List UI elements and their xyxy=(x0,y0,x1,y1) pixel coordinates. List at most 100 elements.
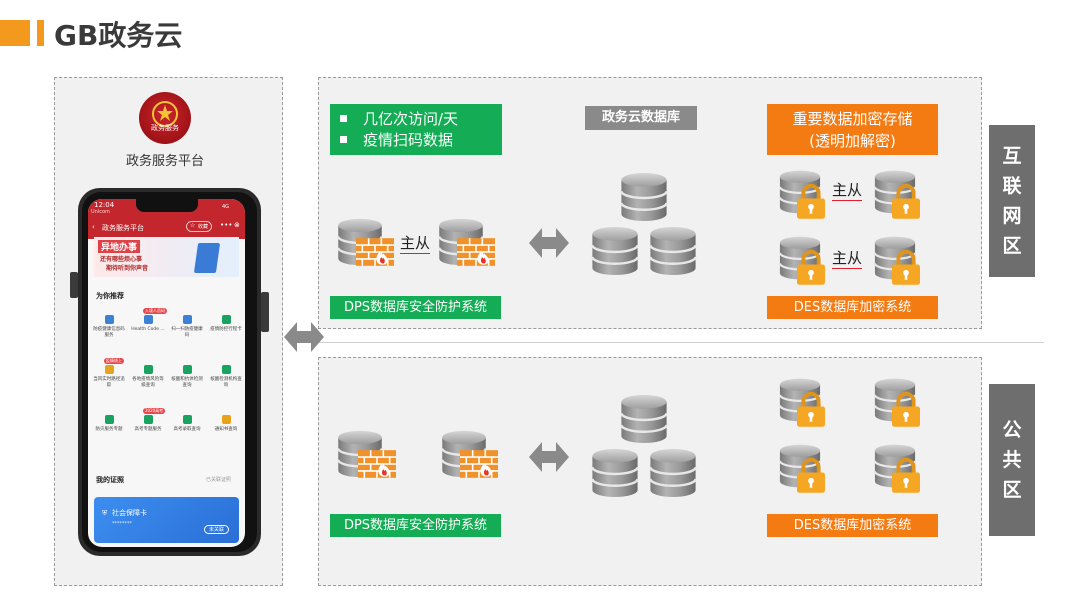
des-system-label: DES数据库加密系统 xyxy=(767,514,938,537)
lock-icon xyxy=(797,391,825,427)
banner-title: 异地办事 xyxy=(98,240,141,253)
service-icon xyxy=(104,315,114,324)
page-title: GB政务云 xyxy=(54,19,183,52)
zone-label-char: 共 xyxy=(1002,449,1022,471)
service-icon xyxy=(104,415,114,424)
master-slave-label: 主从 xyxy=(400,234,431,254)
internet-zone-label: 互 联 网 区 xyxy=(989,125,1035,277)
cert-title: 我的证照 xyxy=(96,476,124,484)
banner-line2: 期待听到你声音 xyxy=(106,265,149,272)
firewall-icon xyxy=(460,450,498,478)
zone-divider xyxy=(318,342,1044,343)
phone-screen: 12:04 Unicom 4G ‹ 政务服务平台 ☆ 收藏 ••• ⊗ 异地办事… xyxy=(88,199,245,547)
feature-text: 疫情扫码数据 xyxy=(363,131,454,149)
firewall-icon xyxy=(356,238,394,266)
service-label: 防疫健康信息码服务 xyxy=(93,327,125,338)
dps-system-label: DPS数据库安全防护系统 xyxy=(330,296,501,319)
service-icon xyxy=(182,415,192,424)
shield-icon: ⛨ xyxy=(102,509,108,517)
title-accent-bar-thin xyxy=(37,20,44,46)
service-item[interactable]: 核酸和抗体检测查询 xyxy=(168,361,206,405)
status-time: 12:04 xyxy=(94,201,115,209)
lock-icon xyxy=(797,249,825,285)
close-circle-icon[interactable]: ⊗ xyxy=(234,221,240,229)
zone-label-char: 互 xyxy=(1002,145,1022,167)
service-label: 高考专题服务 xyxy=(134,427,162,432)
status-carrier: Unicom xyxy=(91,209,110,215)
traffic-feature-box: 几亿次访问/天 疫情扫码数据 xyxy=(330,104,502,155)
bullet-icon xyxy=(340,115,347,122)
service-item[interactable]: 防疫健康信息码服务 xyxy=(90,311,128,355)
database-icon xyxy=(648,446,698,500)
lock-icon xyxy=(797,457,825,493)
gov-cloud-db-label: 政务云数据库 xyxy=(585,106,697,130)
zone-label-char: 区 xyxy=(1002,479,1022,501)
service-item[interactable]: 2020高考高考专题服务 xyxy=(129,408,167,455)
banner-line1: 还有哪些烦心事 xyxy=(100,256,143,263)
phone-header-title: 政务服务平台 xyxy=(102,224,144,232)
service-icon xyxy=(221,415,231,424)
feature-item: 疫情扫码数据 xyxy=(340,129,502,150)
title-accent-bar xyxy=(0,20,30,46)
double-arrow-icon xyxy=(529,442,569,472)
database-icon xyxy=(590,446,640,500)
card-link-button[interactable]: 未关联 xyxy=(204,525,230,534)
service-item[interactable]: 高考录取查询 xyxy=(168,411,206,455)
service-item[interactable]: 疫情防控行程卡 xyxy=(207,311,245,355)
back-icon[interactable]: ‹ xyxy=(92,223,95,231)
encryption-title: 重要数据加密存储 xyxy=(792,110,913,128)
banner-illustration xyxy=(193,243,221,273)
service-item[interactable]: 各地疫情风险等级查询 xyxy=(129,361,167,405)
service-item[interactable]: 疫情线上当风实时路径追踪 xyxy=(90,358,128,405)
more-icon[interactable]: ••• xyxy=(220,221,233,229)
service-label: 扫一扫防疫健康码 xyxy=(171,327,203,338)
service-icon xyxy=(104,365,114,374)
service-item[interactable]: 扫一扫防疫健康码 xyxy=(168,311,206,355)
zone-label-char: 网 xyxy=(1002,205,1022,227)
service-item[interactable]: 通知书查询 xyxy=(207,411,245,455)
database-icon xyxy=(590,224,640,278)
social-security-card[interactable]: ⛨ 社会保障卡 ******** 未关联 xyxy=(94,497,239,543)
service-icon xyxy=(221,365,231,374)
national-emblem-logo: 政务服务 xyxy=(139,92,191,144)
public-zone-panel xyxy=(318,357,982,586)
banner[interactable]: 异地办事 还有哪些烦心事 期待听到你声音 xyxy=(94,237,239,277)
card-title: 社会保障卡 xyxy=(112,509,147,517)
service-label: 通知书查询 xyxy=(214,427,238,432)
service-badge: 疫情线上 xyxy=(104,358,124,364)
service-label: Health Code ... xyxy=(131,327,165,332)
recommend-title: 为你推荐 xyxy=(96,292,124,300)
feature-text: 几亿次访问/天 xyxy=(363,110,459,128)
cert-link[interactable]: 已关联证照 xyxy=(206,477,232,483)
emblem-text: 政务服务 xyxy=(151,124,179,132)
encryption-storage-box: 重要数据加密存储 (透明加解密) xyxy=(767,104,938,155)
database-icon xyxy=(619,392,669,446)
service-badge: 2020高考 xyxy=(143,408,166,414)
zone-label-char: 公 xyxy=(1002,419,1022,441)
service-label: 疫情防控行程卡 xyxy=(210,327,242,332)
service-label: 当风实时路径追踪 xyxy=(93,377,125,388)
service-item[interactable]: 核酸检测机构查询 xyxy=(207,361,245,405)
service-icon xyxy=(221,315,231,324)
service-icon xyxy=(143,365,153,374)
public-zone-label: 公 共 区 xyxy=(989,384,1035,536)
service-item[interactable]: 防灾服务专题 xyxy=(90,411,128,455)
lock-icon xyxy=(892,183,920,219)
double-arrow-icon xyxy=(529,228,569,258)
double-arrow-icon xyxy=(284,322,324,352)
bullet-icon xyxy=(340,136,347,143)
favorite-button[interactable]: ☆ 收藏 xyxy=(186,221,212,232)
lock-icon xyxy=(892,391,920,427)
service-label: 核酸检测机构查询 xyxy=(210,377,242,388)
firewall-icon xyxy=(457,238,495,266)
service-icon xyxy=(182,365,192,374)
master-slave-label: 主从 xyxy=(832,249,863,269)
service-label: 高考录取查询 xyxy=(173,427,201,432)
des-system-label: DES数据库加密系统 xyxy=(767,296,938,319)
status-signal: 4G xyxy=(222,204,230,210)
lock-icon xyxy=(892,457,920,493)
favorite-label: 收藏 xyxy=(198,224,209,230)
feature-item: 几亿次访问/天 xyxy=(340,108,502,129)
